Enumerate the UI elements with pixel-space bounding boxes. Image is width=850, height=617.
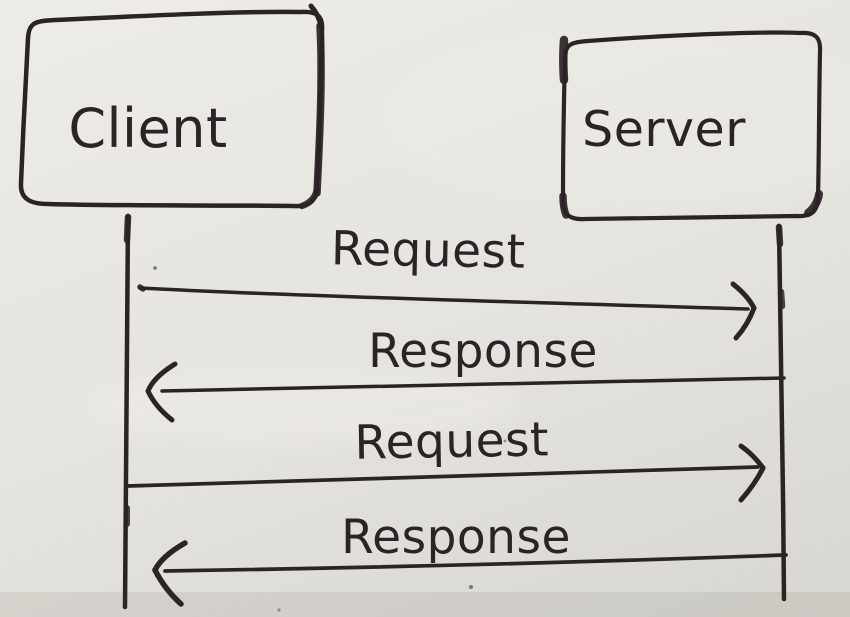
message-line-request-2	[126, 465, 760, 488]
arrowhead-left-icon	[152, 540, 188, 607]
arrowhead-right-icon	[730, 281, 757, 341]
server-box-left-edge-stroke	[559, 35, 569, 85]
server-actor: Server	[559, 30, 823, 222]
message-label-request-2: Request	[354, 412, 549, 470]
message-label-response-1: Response	[368, 324, 598, 379]
server-box-left-bottom-blob	[559, 192, 570, 219]
client-actor-label: Client	[68, 97, 227, 160]
client-box-corner-blob	[298, 186, 321, 210]
message-request-2: Request	[126, 412, 766, 503]
server-box	[560, 30, 823, 222]
server-lifeline-tick	[777, 288, 786, 310]
message-line-start-tick-1	[137, 284, 146, 292]
client-lifeline-top-tick	[123, 213, 132, 244]
ink-speck	[153, 266, 157, 270]
arrowhead-right-icon	[738, 443, 766, 503]
ink-speck	[277, 608, 281, 612]
arrowhead-lower-barb	[152, 567, 184, 607]
client-lifeline	[122, 213, 132, 610]
paper-light-patch-2	[380, 30, 850, 210]
client-box-right-edge-stroke	[313, 22, 325, 197]
server-lifeline-top-tick	[775, 223, 784, 248]
client-lifeline-line	[122, 213, 131, 610]
message-line-request-1	[138, 286, 750, 311]
arrowhead-lower-barb	[738, 465, 766, 503]
client-actor: Client	[18, 3, 325, 210]
client-box	[18, 9, 325, 209]
arrowhead-left-icon	[145, 361, 178, 423]
message-line-response-1	[160, 376, 786, 393]
arrowhead-lower-barb	[145, 388, 175, 423]
message-line-response-2	[163, 553, 788, 573]
ink-speck	[469, 585, 473, 589]
message-response-2: Response	[152, 510, 788, 607]
arrowhead-lower-barb	[733, 305, 757, 341]
arrowhead-upper-barb	[152, 540, 188, 573]
arrowhead-upper-barb	[730, 281, 757, 311]
server-lifeline-line	[776, 223, 787, 602]
ink-speck	[503, 439, 507, 443]
arrowhead-upper-barb	[738, 443, 766, 471]
message-response-1: Response	[145, 324, 786, 423]
server-actor-label: Server	[582, 101, 746, 158]
message-label-request-1: Request	[331, 221, 526, 279]
arrowhead-upper-barb	[145, 361, 178, 394]
message-label-response-2: Response	[341, 510, 571, 565]
server-box-corner-blob	[804, 190, 823, 217]
message-request-1: Request	[137, 221, 757, 341]
paper-bottom-shadow	[0, 592, 850, 617]
server-lifeline	[775, 223, 787, 602]
ink-specks	[153, 266, 507, 612]
client-box-corner-tick	[308, 3, 324, 30]
